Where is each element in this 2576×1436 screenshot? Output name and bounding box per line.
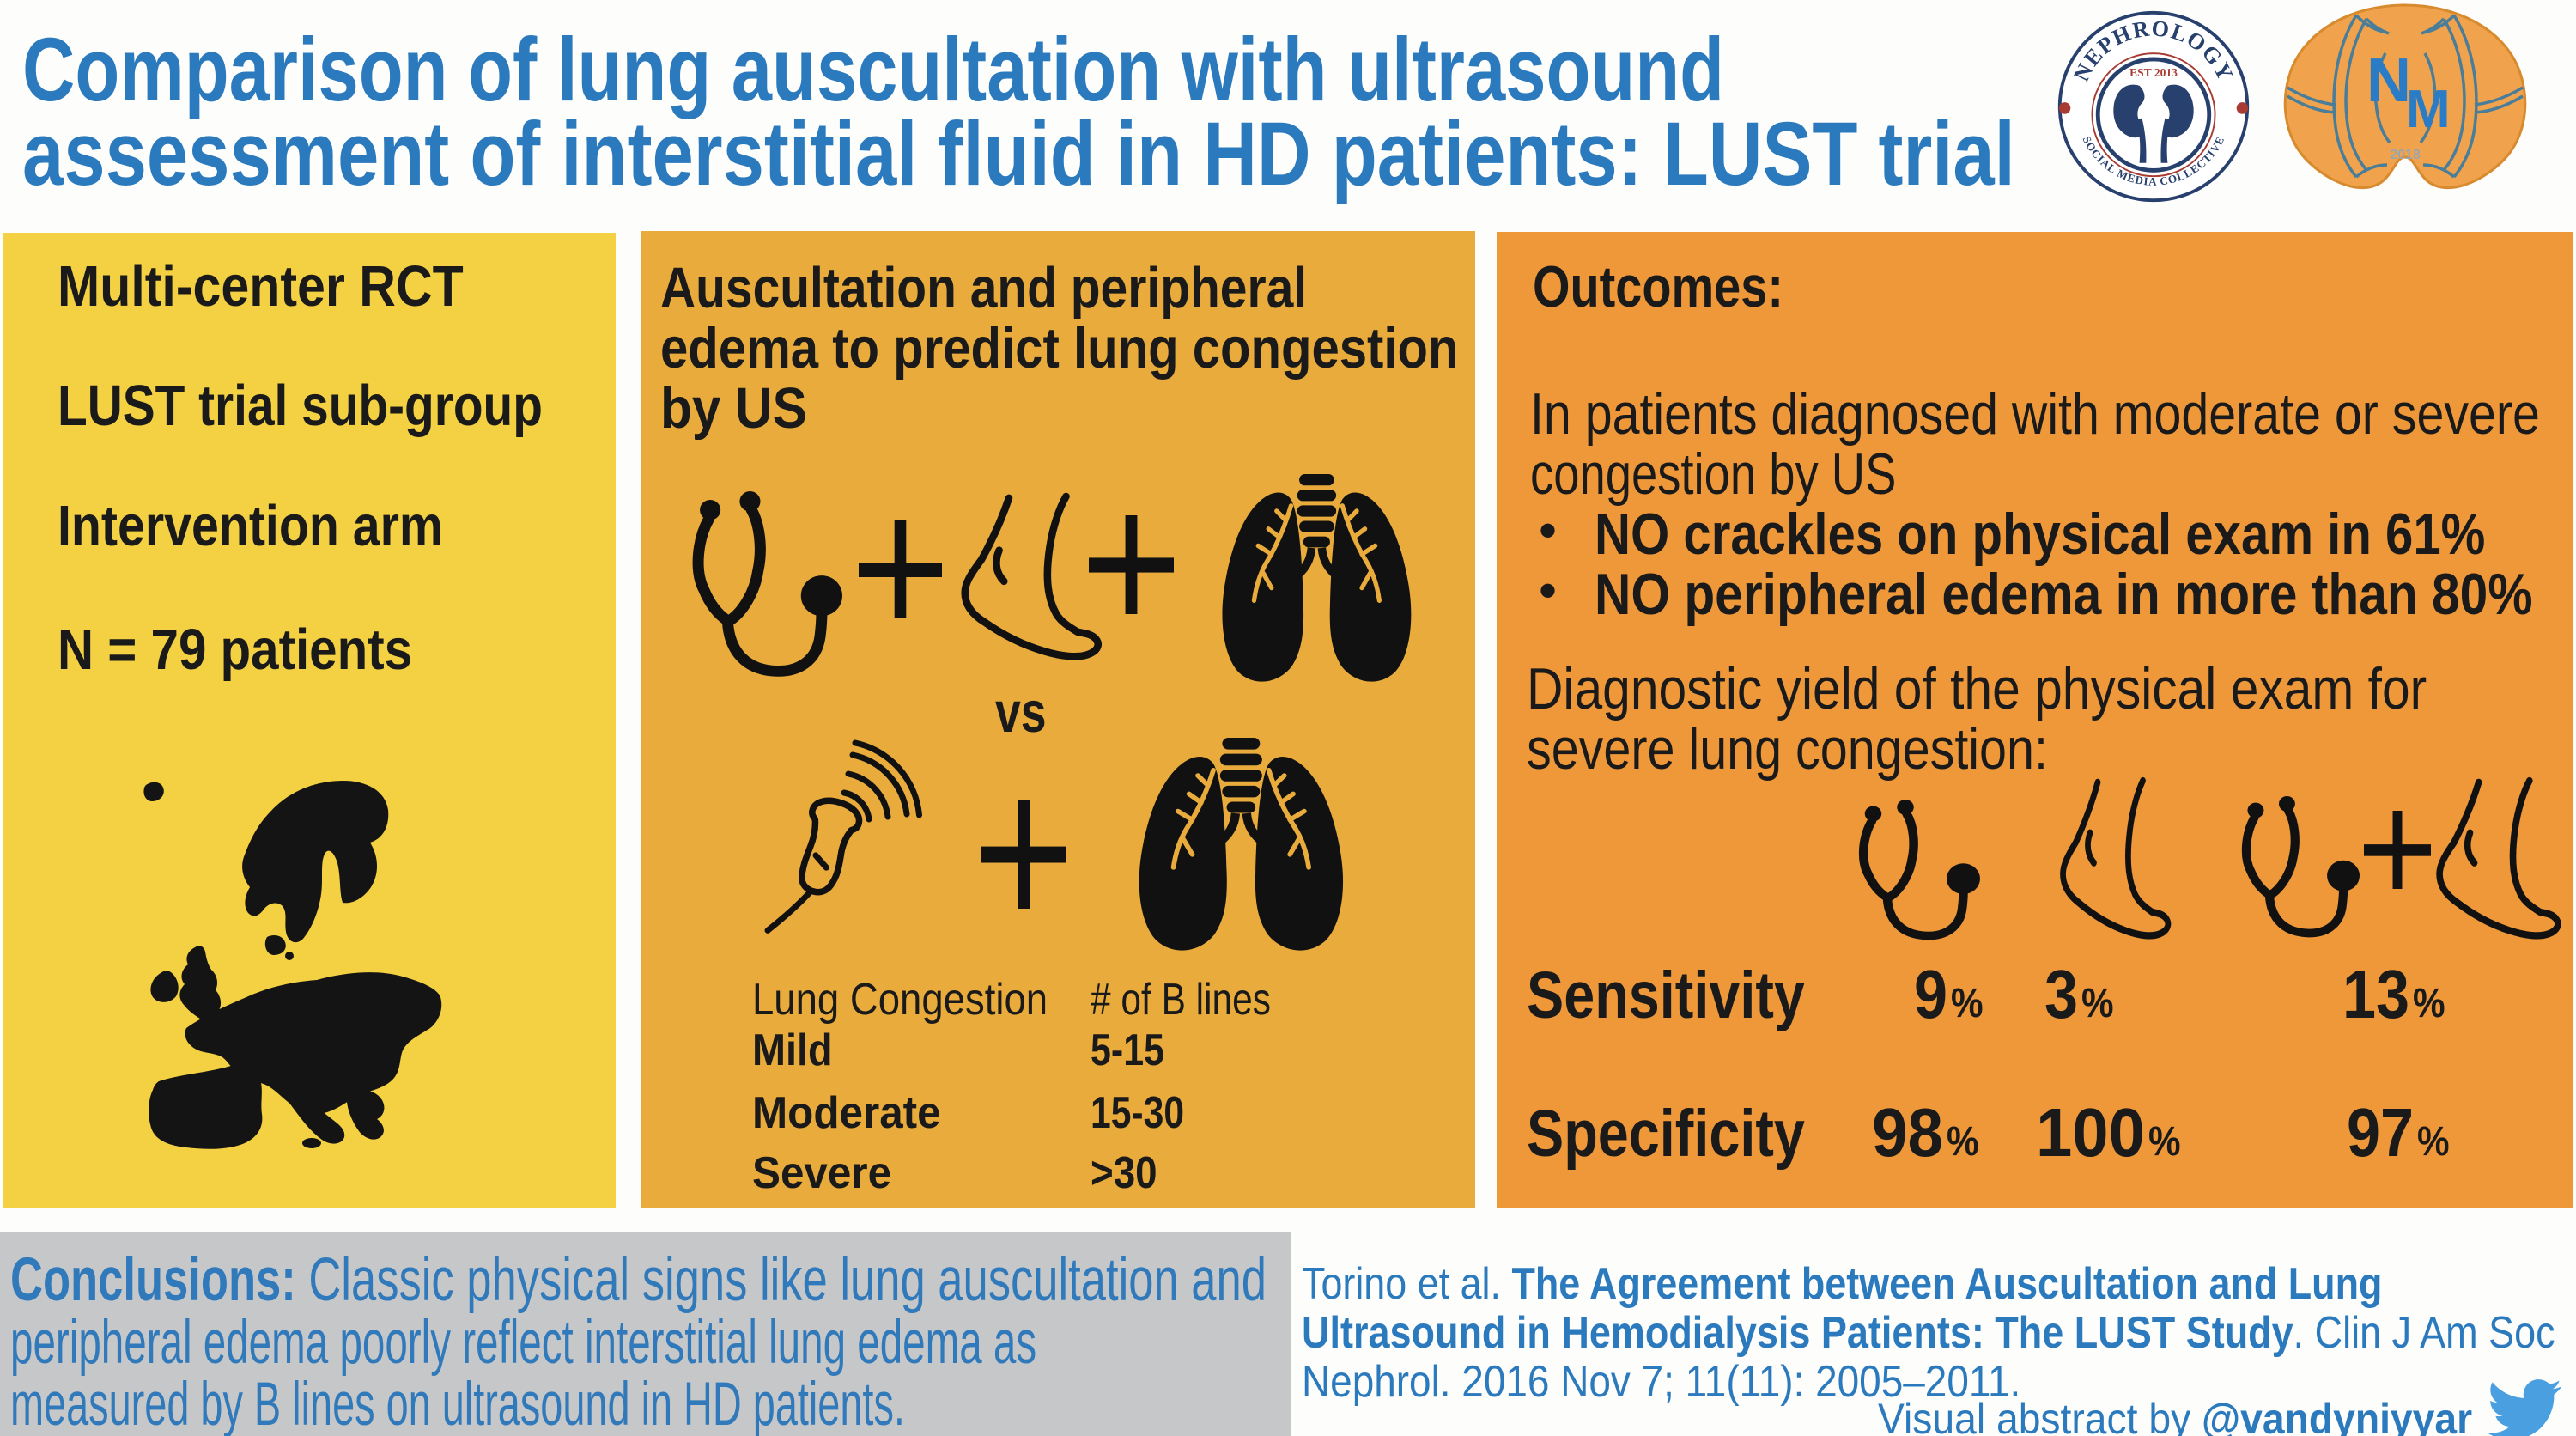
svg-text:2018: 2018 xyxy=(2390,148,2421,162)
svg-text:M: M xyxy=(2406,80,2451,139)
svg-text:N: N xyxy=(2366,46,2411,115)
svg-text:EST 2013: EST 2013 xyxy=(2129,66,2178,79)
